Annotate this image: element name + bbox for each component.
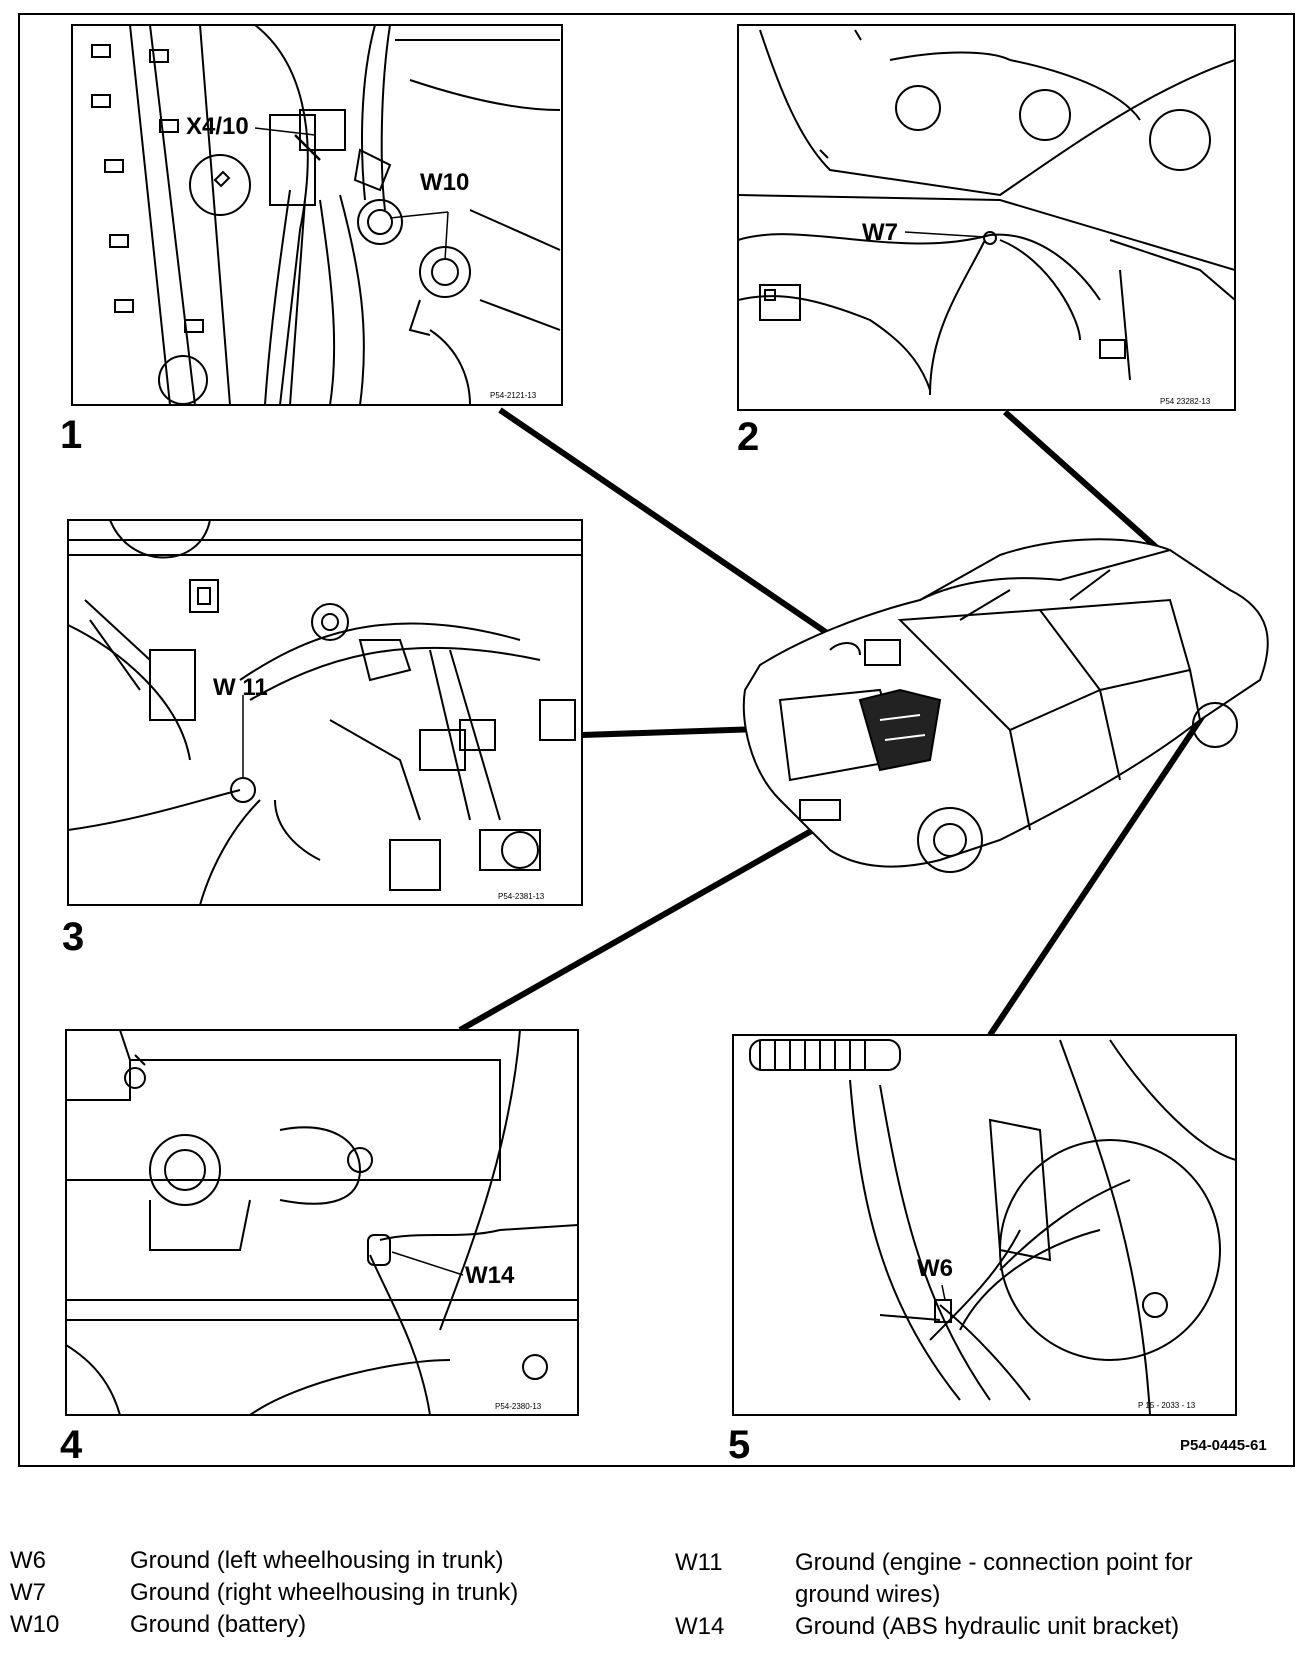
panel-4: W14 P54-2380-13 [65,1029,579,1416]
legend-code: W7 [10,1579,46,1606]
legend-code: W11 [675,1549,723,1576]
legend-desc: Ground (engine - connection point for [795,1549,1193,1576]
panel-2: W7 P54 23282-13 [737,24,1236,411]
legend-desc: Ground (battery) [130,1611,307,1638]
panel-3: W 11 P54-2381-13 [67,519,583,906]
panel-1-photo-code: P54-2121-13 [490,391,537,400]
panel-3-photo-code: P54-2381-13 [498,892,545,901]
panel-3-illustration [68,520,582,905]
panel-4-photo-code: P54-2380-13 [495,1402,542,1411]
panel-1: X4/10 W10 P54-2121-13 [71,24,563,406]
leader-line-2 [1003,409,1167,558]
panel-number-2: 2 [737,415,759,459]
legend: W6 Ground (left wheelhousing in trunk) W… [0,1545,1312,1655]
panel-1-illustration [91,25,561,405]
figure-code: P54-0445-61 [1180,1437,1267,1454]
panel-numbers: 1 2 3 4 5 [60,413,759,1467]
diagram-frame [18,13,1295,1467]
legend-code: W6 [10,1547,46,1574]
legend-code: W14 [675,1613,725,1640]
legend-code: W10 [10,1611,60,1638]
legend-desc: Ground (right wheelhousing in trunk) [130,1579,519,1606]
car-illustration [742,538,1269,873]
legend-desc: Ground (ABS hydraulic unit bracket) [795,1613,1180,1640]
panel-4-illustration [66,1030,578,1415]
panel-number-3: 3 [62,915,84,959]
panel-2-photo-code: P54 23282-13 [1160,397,1211,406]
legend-desc: Ground (left wheelhousing in trunk) [130,1547,504,1574]
panel-number-1: 1 [60,413,82,457]
panel-5-illustration [749,1039,1236,1415]
panel-1-label-w10: W10 [420,169,469,196]
panel-5-photo-code: P 15 - 2033 - 13 [1138,1401,1196,1410]
leader-line-1 [498,407,832,638]
panel-5: W6 P 15 - 2033 - 13 [732,1034,1237,1416]
panel-number-4: 4 [60,1423,83,1467]
legend-desc-continued: ground wires) [795,1581,941,1608]
panel-3-label-w11: W 11 [213,674,268,701]
panel-4-label-w14: W14 [465,1262,515,1289]
panel-2-illustration [738,29,1235,396]
panel-number-5: 5 [728,1423,750,1467]
panel-5-label-w6: W6 [917,1255,953,1282]
panel-2-label-w7: W7 [862,219,898,246]
panel-1-label-x4-10: X4/10 [186,113,249,140]
